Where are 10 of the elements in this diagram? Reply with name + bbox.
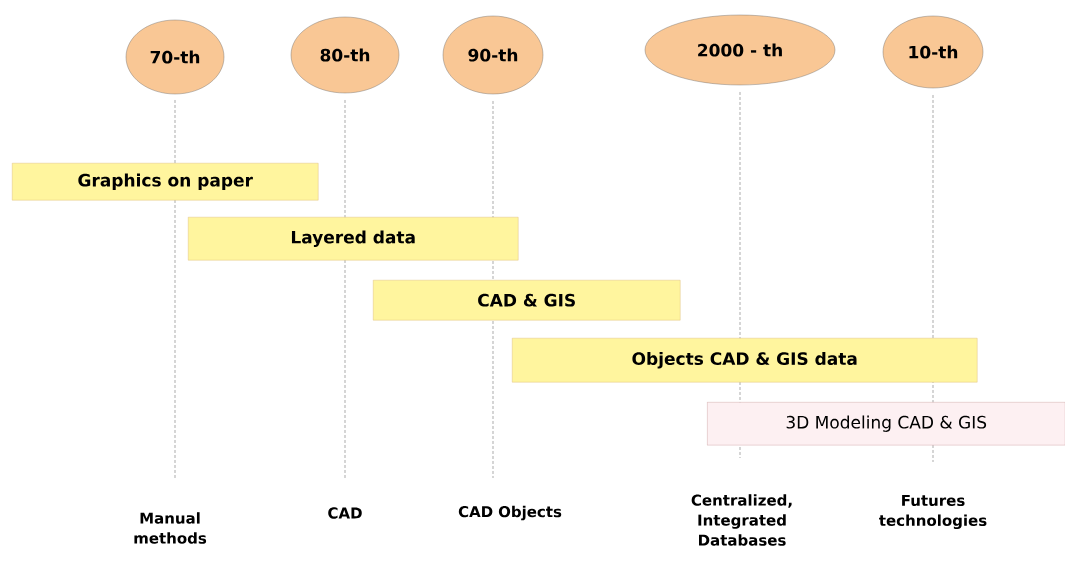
era-label: CAD xyxy=(328,507,362,519)
era-label: Centralized, Integrated Databases xyxy=(691,494,792,546)
timeline-bar: Objects CAD & GIS data xyxy=(512,338,978,383)
timeline-bar: CAD & GIS xyxy=(373,280,681,321)
era-label: Manual methods xyxy=(134,512,207,544)
era-label: CAD Objects xyxy=(458,505,562,521)
timeline-bar: Graphics on paper xyxy=(12,163,319,201)
timeline-bar: 3D Modeling CAD & GIS xyxy=(707,402,1065,446)
era-label: Futures technologies xyxy=(879,494,987,530)
timeline-bar: Layered data xyxy=(188,217,519,261)
